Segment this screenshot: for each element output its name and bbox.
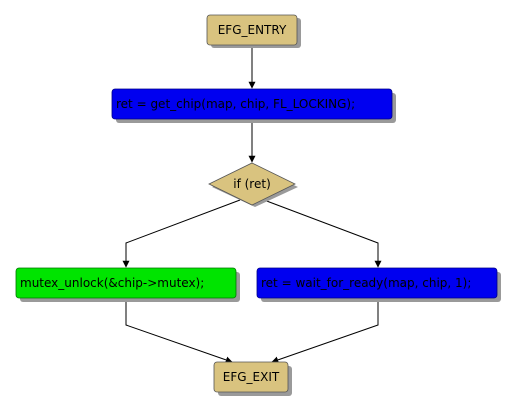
edges — [122, 46, 382, 364]
node-entry[interactable]: EFG_ENTRY — [206, 14, 301, 48]
node-get-chip-label: ret = get_chip(map, chip, FL_LOCKING); — [116, 97, 355, 111]
node-exit[interactable]: EFG_EXIT — [213, 361, 292, 396]
node-mutex-unlock-box — [15, 267, 237, 299]
edge-decision-to-mutex-unlock — [122, 199, 241, 268]
node-decision-box — [208, 162, 296, 206]
node-wait-for-ready-box — [256, 267, 498, 299]
node-decision-label: if (ret) — [233, 177, 271, 191]
node-get-chip[interactable]: ret = get_chip(map, chip, FL_LOCKING); — [111, 88, 396, 123]
node-exit-box — [213, 361, 289, 393]
edge-mutex-unlock-to-exit — [125, 299, 233, 364]
node-entry-box — [206, 14, 298, 46]
node-decision[interactable]: if (ret) — [208, 162, 298, 207]
edge-decision-to-wait-for-ready — [263, 199, 382, 268]
node-get-chip-box — [111, 88, 393, 120]
node-exit-label: EFG_EXIT — [223, 370, 280, 384]
node-mutex-unlock-label: mutex_unlock(&chip->mutex); — [20, 276, 204, 290]
node-entry-label: EFG_ENTRY — [218, 23, 287, 37]
node-wait-for-ready-label: ret = wait_for_ready(map, chip, 1); — [261, 276, 471, 290]
node-mutex-unlock[interactable]: mutex_unlock(&chip->mutex); — [15, 267, 240, 302]
node-wait-for-ready[interactable]: ret = wait_for_ready(map, chip, 1); — [256, 267, 501, 302]
edge-wait-for-ready-to-exit — [271, 299, 379, 364]
